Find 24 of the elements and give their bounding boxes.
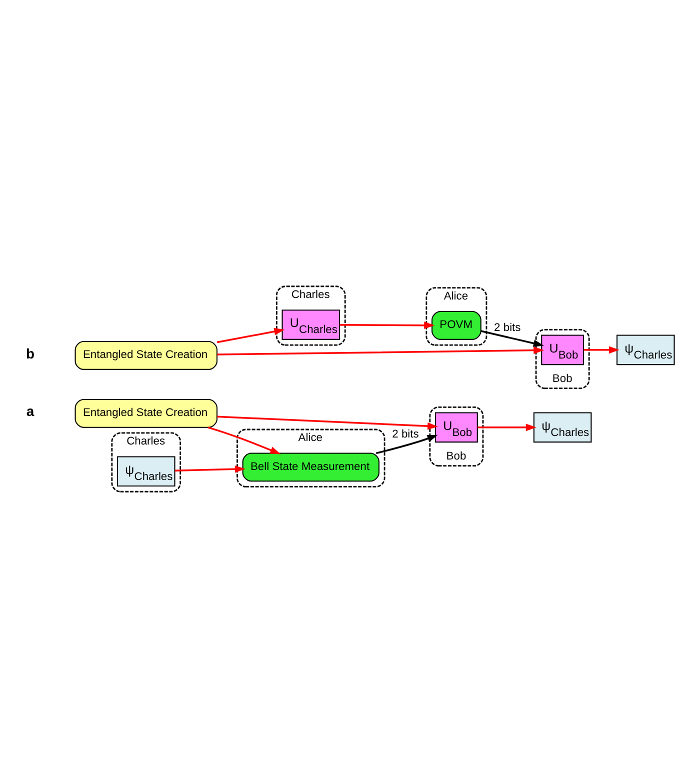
arrow [217,416,438,430]
arrow [174,465,246,473]
label: b [26,345,35,362]
arrow [208,426,281,454]
node-box: ψ$_{Charles}$ [616,334,675,366]
node-box: Bell State Measurement [242,452,380,482]
node-box: U$_{Bob}$ [434,412,478,443]
edge-label: 2 bits [392,428,419,441]
node-box: Entangled State Creation [74,341,218,370]
node-box: POVM [431,310,482,340]
arrow [584,346,620,354]
node-box: ψ$_{Charles}$ [533,412,592,443]
arrow [478,424,536,432]
arrow [480,330,544,347]
node-box: U$_{Charles}$ [282,310,340,340]
node-box: ψ$_{Charles}$ [116,456,176,487]
edge-label: 2 bits [494,322,521,334]
label: a [26,403,34,420]
node-box: U$_{Bob}$ [541,334,584,366]
node-box: Entangled State Creation [74,398,218,428]
arrow [216,328,285,344]
arrow [340,322,435,329]
arrow [216,346,544,356]
arrow [376,434,438,454]
